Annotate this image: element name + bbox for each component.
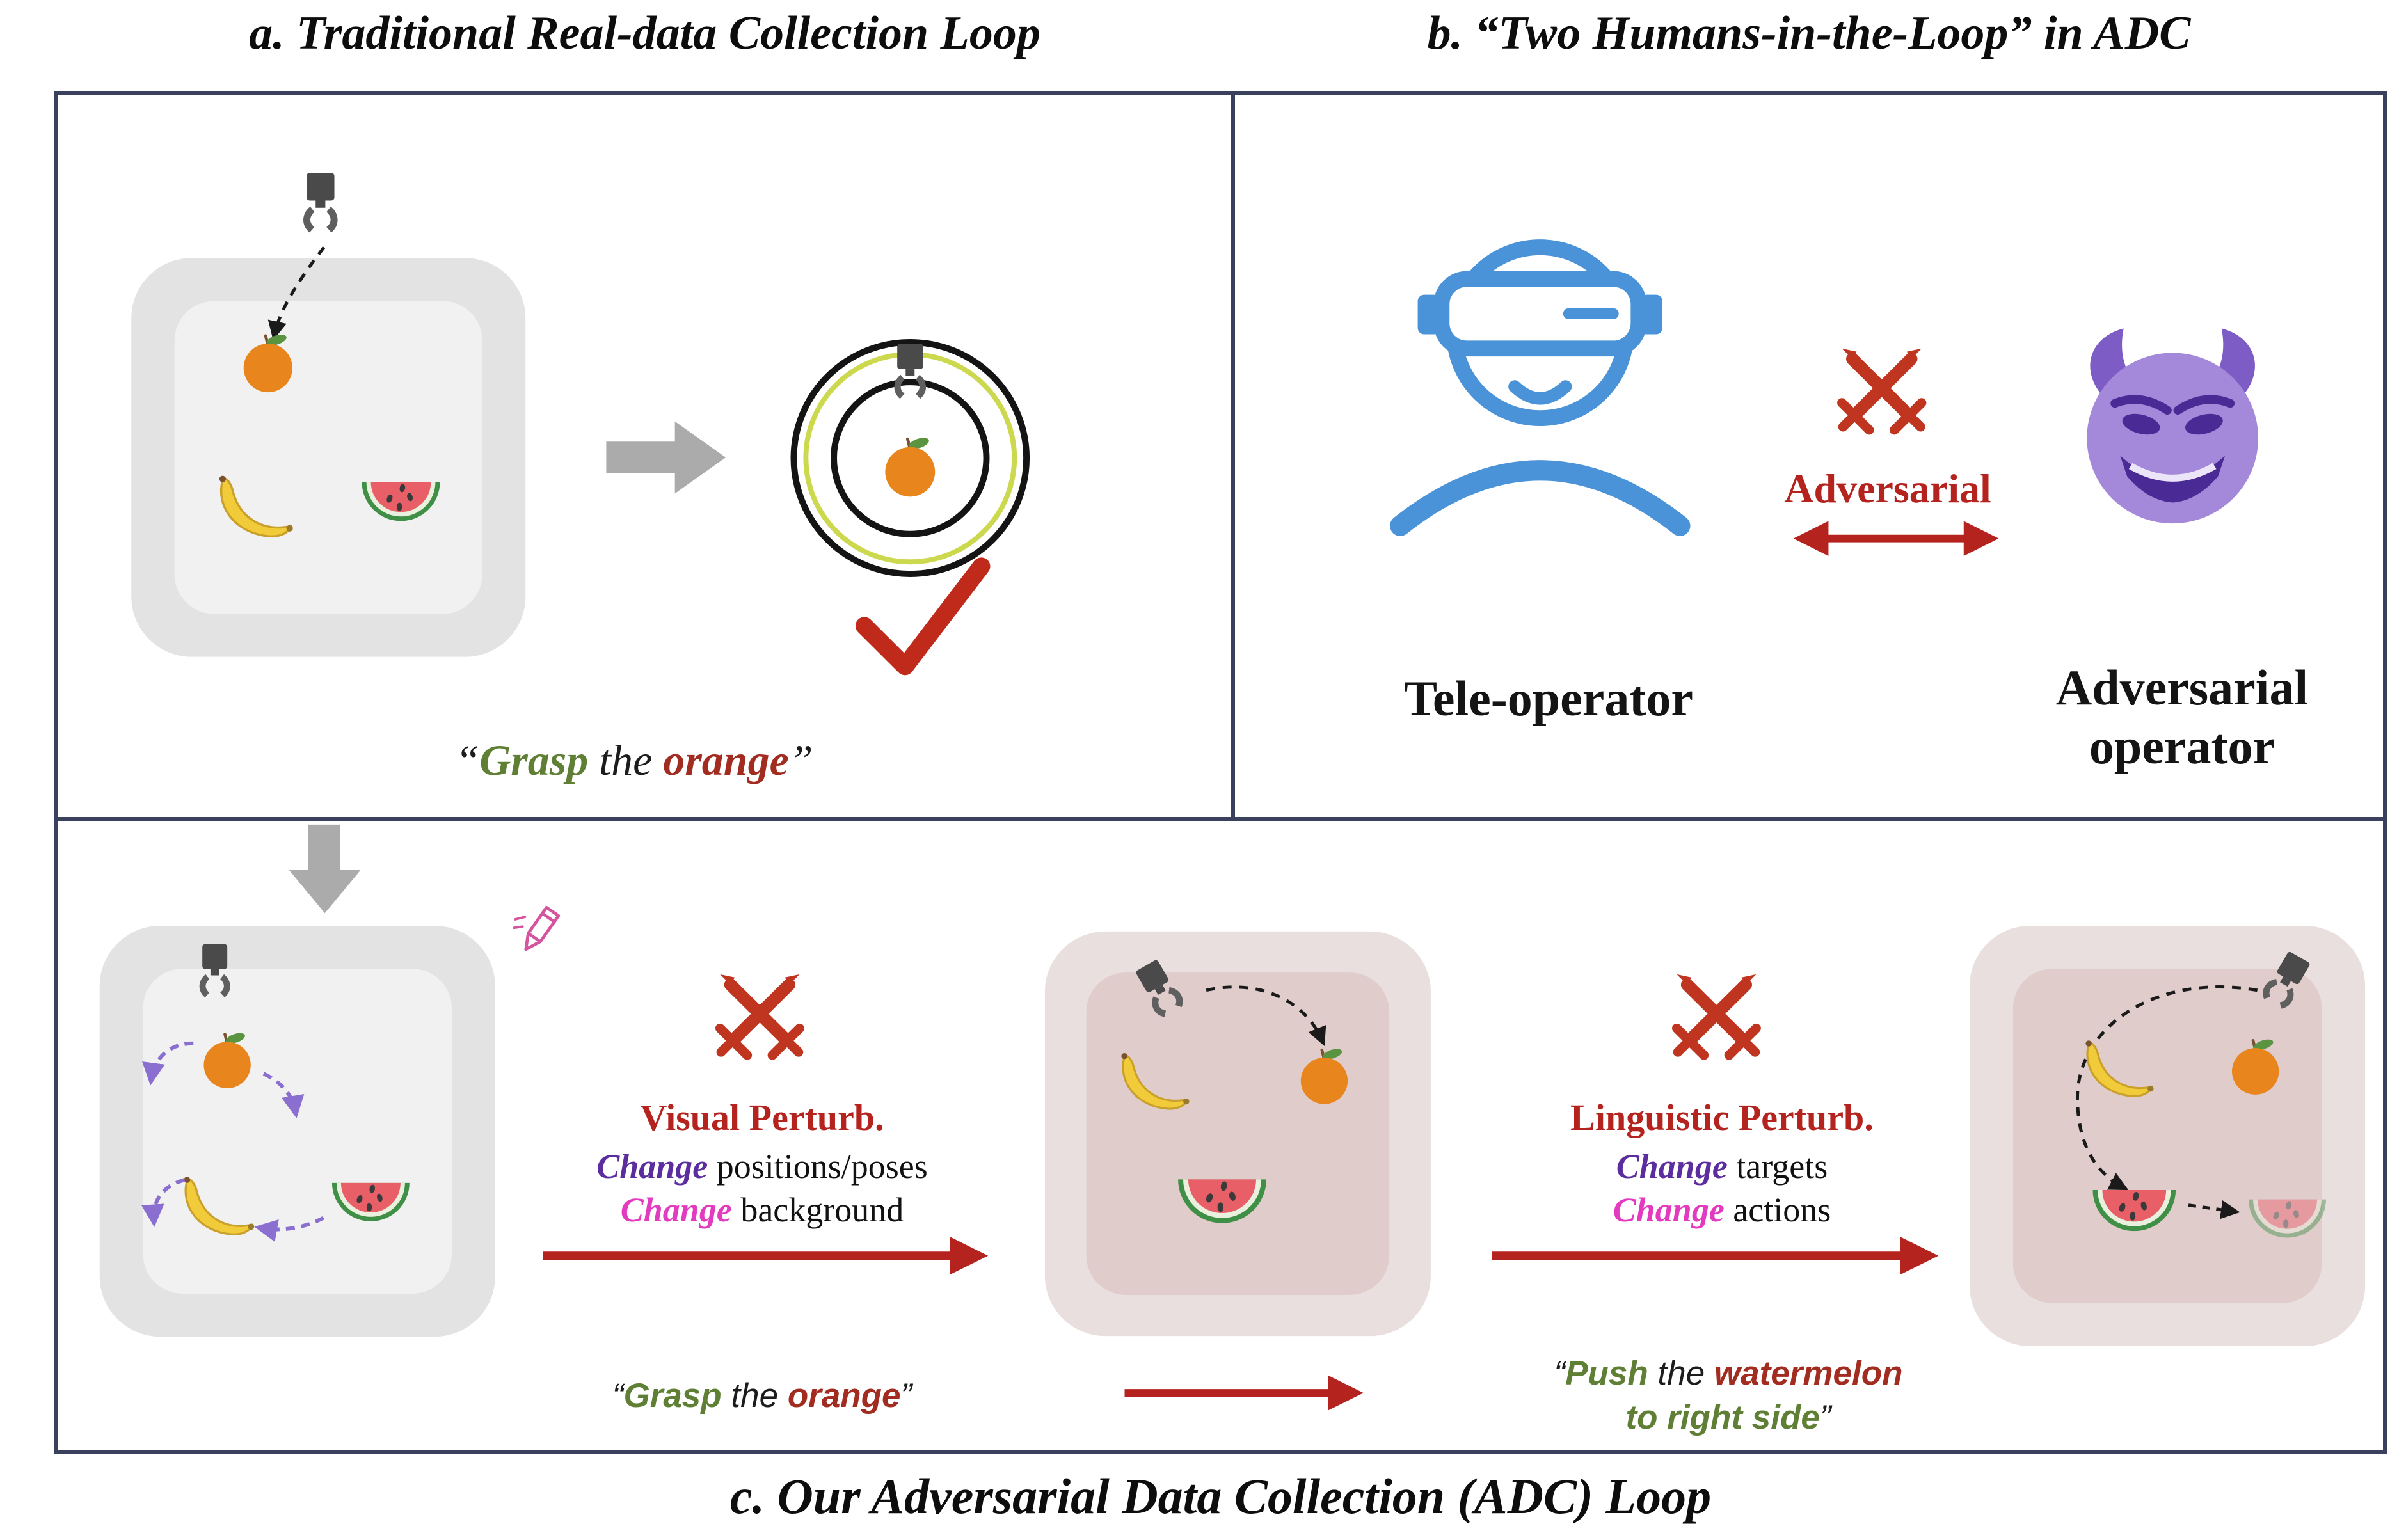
- crossed-swords-icon: [1842, 349, 1922, 430]
- tray-c1-inner: [143, 969, 452, 1294]
- panel-b-title: b. “Two Humans-in-the-Loop” in ADC: [1427, 7, 2191, 60]
- grasp-instruction-c: “Grasp the orange”: [564, 1376, 960, 1415]
- linguistic-perturbation-text: Linguistic Perturb. Change targets Chang…: [1514, 1096, 1930, 1230]
- instruction-object: orange: [663, 736, 789, 784]
- linguistic-perturb-line2: Change actions: [1514, 1190, 1930, 1230]
- visual-perturb-line1: Change positions/poses: [554, 1147, 970, 1186]
- validation-target-icon: [790, 338, 1030, 577]
- crossed-swords-icon: [1677, 974, 1756, 1055]
- push-path-arrow: [2076, 985, 2258, 1191]
- visual-perturb-line2: Change background: [554, 1190, 970, 1230]
- linguistic-perturb-title: Linguistic Perturb.: [1570, 1097, 1874, 1138]
- panel-c-title: c. Our Adversarial Data Collection (ADC)…: [729, 1468, 1712, 1524]
- panel-a-scene: [131, 173, 1030, 676]
- adversarial-label: Adversarial: [1784, 466, 1991, 511]
- visual-perturb-title: Visual Perturb.: [640, 1097, 884, 1138]
- tray-c3-inner: [2012, 969, 2322, 1303]
- line-rest: background: [731, 1191, 904, 1229]
- instruction-middle: the: [721, 1377, 788, 1415]
- panel-a-title: a. Traditional Real-data Collection Loop: [249, 7, 1040, 60]
- change-emphasis: Change: [596, 1147, 708, 1186]
- crossed-swords-icon: [720, 974, 799, 1055]
- adversarial-operator-label: Adversarial operator: [1971, 658, 2393, 776]
- push-instruction: “Push the watermelon to right side”: [1524, 1352, 1933, 1440]
- grasp-instruction-a: “Grasp the orange”: [135, 735, 1133, 786]
- panel-c-scene: [99, 824, 2366, 1411]
- instruction-object: watermelon: [1714, 1354, 1903, 1392]
- open-quote: “: [612, 1377, 624, 1415]
- push-instruction-line1: “Push the watermelon: [1524, 1352, 1933, 1396]
- tele-operator-label: Tele-operator: [1404, 671, 1693, 726]
- change-emphasis: Change: [620, 1191, 732, 1229]
- devil-icon: [2087, 328, 2258, 523]
- approach-arrow: [1206, 985, 1326, 1047]
- close-quote: ”: [788, 736, 813, 784]
- instruction-verb: Grasp: [479, 736, 589, 784]
- line-rest: actions: [1724, 1191, 1831, 1229]
- change-emphasis: Change: [1613, 1191, 1725, 1229]
- panel-b-scene: [1235, 95, 2383, 556]
- panel-a: “Grasp the orange”: [54, 91, 1235, 821]
- adversarial-operator-line1: Adversarial: [2055, 660, 2309, 715]
- down-arrow: [289, 824, 361, 914]
- perturb-motion-arrows: [141, 1041, 325, 1242]
- instruction-verb: Push: [1565, 1354, 1648, 1392]
- checkmark-icon: [855, 557, 991, 676]
- gripper-icon: [303, 173, 338, 233]
- open-quote: “: [455, 736, 480, 784]
- panel-c: Visual Perturb. Change positions/poses C…: [54, 817, 2387, 1454]
- close-quote: ”: [1819, 1398, 1831, 1436]
- line-rest: positions/poses: [708, 1147, 928, 1186]
- tray-c2-inner: [1086, 972, 1390, 1295]
- edit-pencil-icon: [514, 907, 559, 953]
- close-quote: ”: [900, 1377, 912, 1415]
- change-emphasis: Change: [1616, 1147, 1728, 1186]
- instruction-object: orange: [787, 1377, 901, 1415]
- adversarial-operator-line2: operator: [2089, 718, 2275, 775]
- instruction-verb: Grasp: [623, 1377, 722, 1415]
- panel-b: Adversarial Tele-operator Adversarial op…: [1231, 91, 2387, 821]
- line-rest: targets: [1727, 1147, 1828, 1186]
- open-quote: “: [1554, 1354, 1566, 1392]
- linguistic-perturb-line1: Change targets: [1514, 1147, 1930, 1186]
- visual-perturbation-text: Visual Perturb. Change positions/poses C…: [554, 1096, 970, 1230]
- instruction-tail: to right side: [1625, 1398, 1820, 1436]
- vr-teleoperator-icon: [1400, 247, 1680, 525]
- right-arrow: [606, 421, 726, 494]
- instruction-middle: the: [1648, 1354, 1714, 1392]
- instruction-middle: the: [588, 736, 664, 784]
- push-instruction-line2: to right side”: [1524, 1396, 1933, 1440]
- tray-a-inner: [174, 301, 482, 614]
